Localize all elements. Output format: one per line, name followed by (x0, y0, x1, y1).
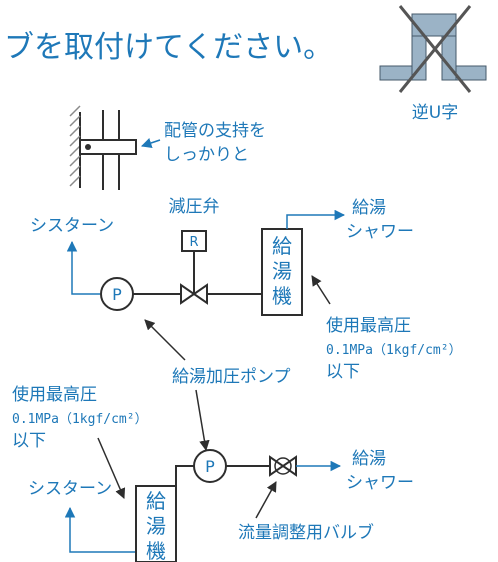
pressure-reducing-valve-icon (180, 230, 208, 305)
lower-heater-char-2: 湯 (146, 514, 166, 538)
lower-heater-outlet (175, 465, 194, 488)
upper-heater-char-1: 給 (272, 234, 292, 258)
upper-pressure-arrow (311, 275, 331, 305)
lower-pressure-arrow (97, 437, 126, 499)
upper-outlet-pipe (286, 209, 346, 229)
upper-outlet-line1: 給湯 (352, 198, 386, 218)
valve-letter: R (189, 235, 198, 250)
lower-water-heater (135, 485, 177, 562)
lower-heater-char-3: 機 (146, 539, 166, 562)
support-note-line1: 配管の支持を (164, 121, 266, 141)
upper-inlet-pipe (66, 240, 100, 295)
flow-control-valve-icon (269, 455, 297, 477)
lower-heater-char-1: 給 (146, 489, 166, 513)
lower-pressure-value: 0.1MPa（1kgf/cm²） (12, 412, 148, 427)
booster-pump-label: 給湯加圧ポンプ (172, 367, 291, 387)
pipe-support-illustration (69, 105, 137, 190)
upper-cistern-label: シスターン (30, 216, 114, 236)
support-note-line2: しっかりと (164, 145, 249, 165)
lower-cistern-label: シスターン (28, 479, 112, 499)
lower-outlet-line1: 給湯 (352, 449, 386, 469)
lower-pressure-title: 使用最高圧 (12, 384, 97, 405)
pump-label-arrow-down (195, 389, 210, 452)
upper-heater-char-2: 湯 (272, 259, 292, 283)
lower-pump-letter: P (205, 457, 215, 476)
lower-outlet-line2: シャワー (346, 473, 414, 493)
inverted-u-label: 逆U字 (412, 103, 458, 123)
upper-pressure-title: 使用最高圧 (326, 315, 411, 336)
upper-pressure-tail: 以下 (326, 362, 360, 382)
upper-pump-letter: P (112, 285, 122, 304)
pressure-reducing-valve-label: 減圧弁 (169, 197, 220, 217)
inverted-u-illustration (379, 5, 487, 93)
upper-pressure-value: 0.1MPa（1kgf/cm²） (326, 343, 462, 358)
lower-pressure-tail: 以下 (12, 431, 46, 451)
upper-heater-char-3: 機 (272, 284, 292, 308)
flow-control-valve-label: 流量調整用バルブ (238, 522, 374, 543)
flow-valve-arrow (255, 481, 277, 519)
upper-water-heater (261, 228, 303, 316)
pump-label-arrow-up (144, 319, 186, 361)
header-text: ブを取付けてください。 (4, 30, 333, 65)
lower-inlet-pipe (64, 506, 136, 553)
support-arrow (141, 138, 161, 148)
upper-outlet-line2: シャワー (346, 222, 414, 242)
